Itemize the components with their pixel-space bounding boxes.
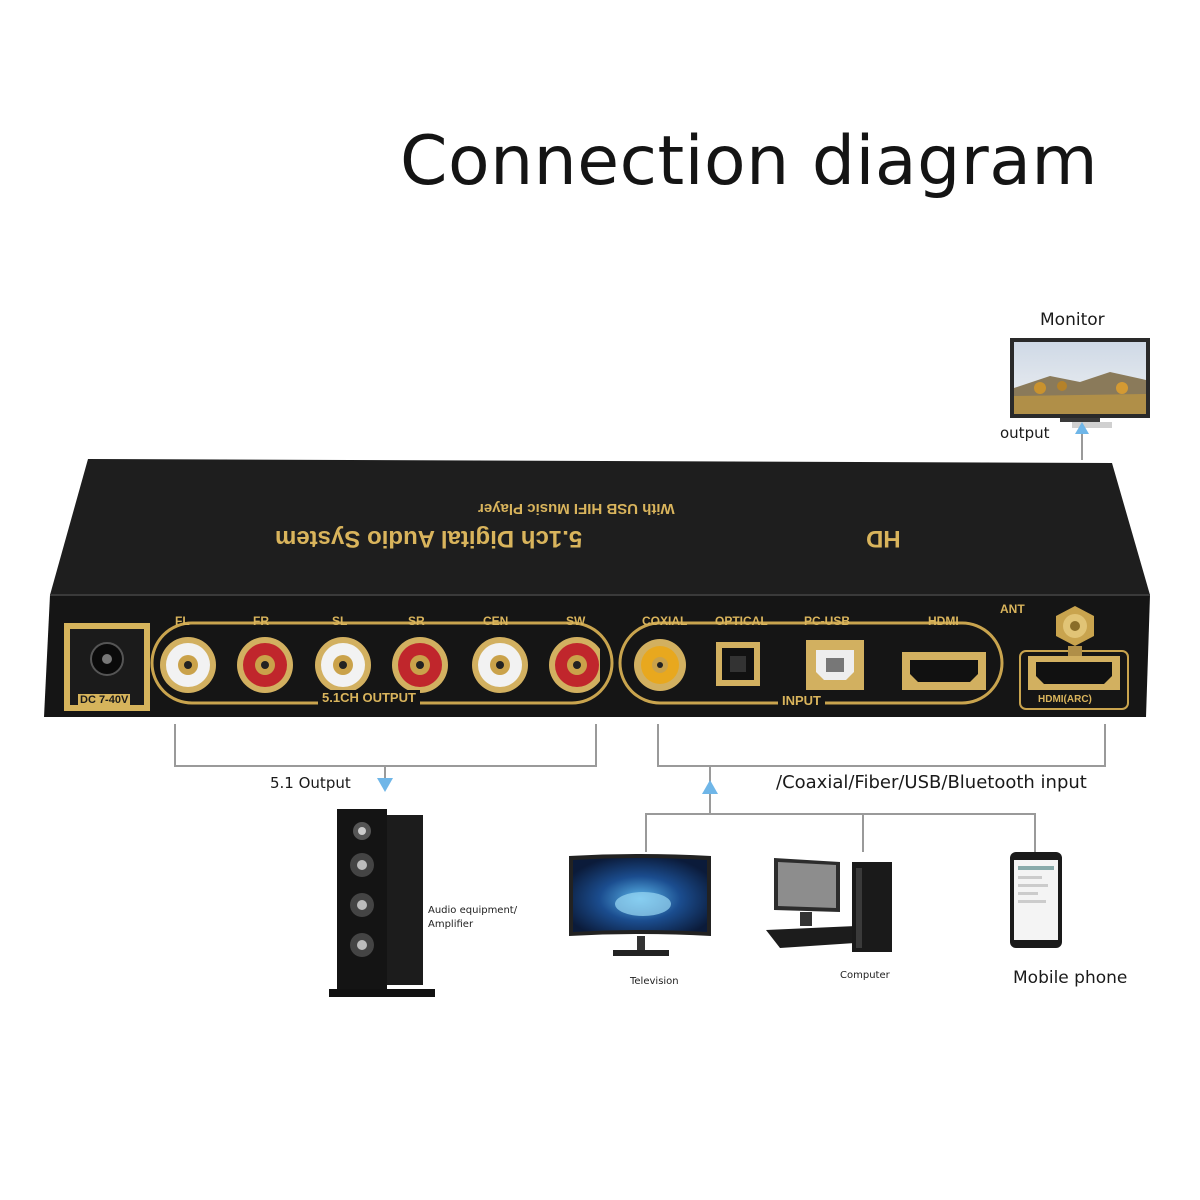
ant-label: ANT — [1000, 602, 1025, 616]
monitor-icon — [1010, 338, 1150, 428]
rca-jack-sw — [549, 637, 600, 693]
coaxial-jack — [634, 639, 686, 691]
monitor-arrow-icon — [1075, 422, 1089, 460]
device-tagline: With USB HIFI Music Player — [478, 500, 675, 517]
mobile-phone-icon — [1010, 852, 1062, 948]
output-group-label: 5.1CH OUTPUT — [318, 690, 420, 705]
device-brand: HD — [866, 525, 901, 552]
hdmi-port — [902, 652, 986, 690]
device-name: 5.1ch Digital Audio System — [275, 525, 583, 552]
input-ports — [634, 639, 986, 691]
optical-port — [716, 642, 760, 686]
rca-jack-sr — [392, 637, 448, 693]
hdmi-arc-port — [1028, 656, 1120, 690]
channel-label-cen: CEN — [483, 614, 509, 628]
channel-label-sl: SL — [332, 614, 348, 628]
rca-jack-sl — [315, 637, 371, 693]
monitor-output-label: output — [1000, 424, 1050, 442]
port-label-coaxial: COXIAL — [642, 614, 688, 628]
channel-label-fr: FR — [253, 614, 269, 628]
channel-label-fl: FL — [175, 614, 190, 628]
mobile-phone-label: Mobile phone — [1013, 968, 1128, 988]
channel-label-sw: SW — [566, 614, 586, 628]
input-group-label: INPUT — [778, 693, 825, 708]
rca-jack-fr — [237, 637, 293, 693]
usb-b-port — [806, 640, 864, 690]
speaker-label: Audio equipment/ Amplifier — [428, 905, 518, 930]
dc-label: DC 7-40V — [78, 694, 131, 706]
rca-jack-cen — [472, 637, 528, 693]
port-label-pcusb: PC-USB — [804, 614, 851, 628]
television-label: Television — [630, 976, 679, 987]
speaker-icon — [329, 809, 435, 997]
input-connection-label: /Coaxial/Fiber/USB/Bluetooth input — [776, 772, 1087, 793]
rca-output-jacks — [160, 637, 600, 693]
computer-label: Computer — [840, 970, 890, 981]
arc-label: HDMI(ARC) — [1038, 694, 1092, 705]
television-icon — [569, 854, 711, 956]
port-label-optical: OPTICAL — [715, 614, 768, 628]
computer-icon — [766, 858, 892, 952]
rca-jack-fl — [160, 637, 216, 693]
output-connection-label: 5.1 Output — [270, 774, 351, 792]
monitor-label: Monitor — [1040, 310, 1105, 330]
port-label-hdmi: HDMI — [928, 614, 959, 628]
antenna-connector-icon — [1056, 606, 1094, 660]
channel-label-sr: SR — [408, 614, 425, 628]
diagram-title: Connection diagram — [400, 122, 1099, 201]
